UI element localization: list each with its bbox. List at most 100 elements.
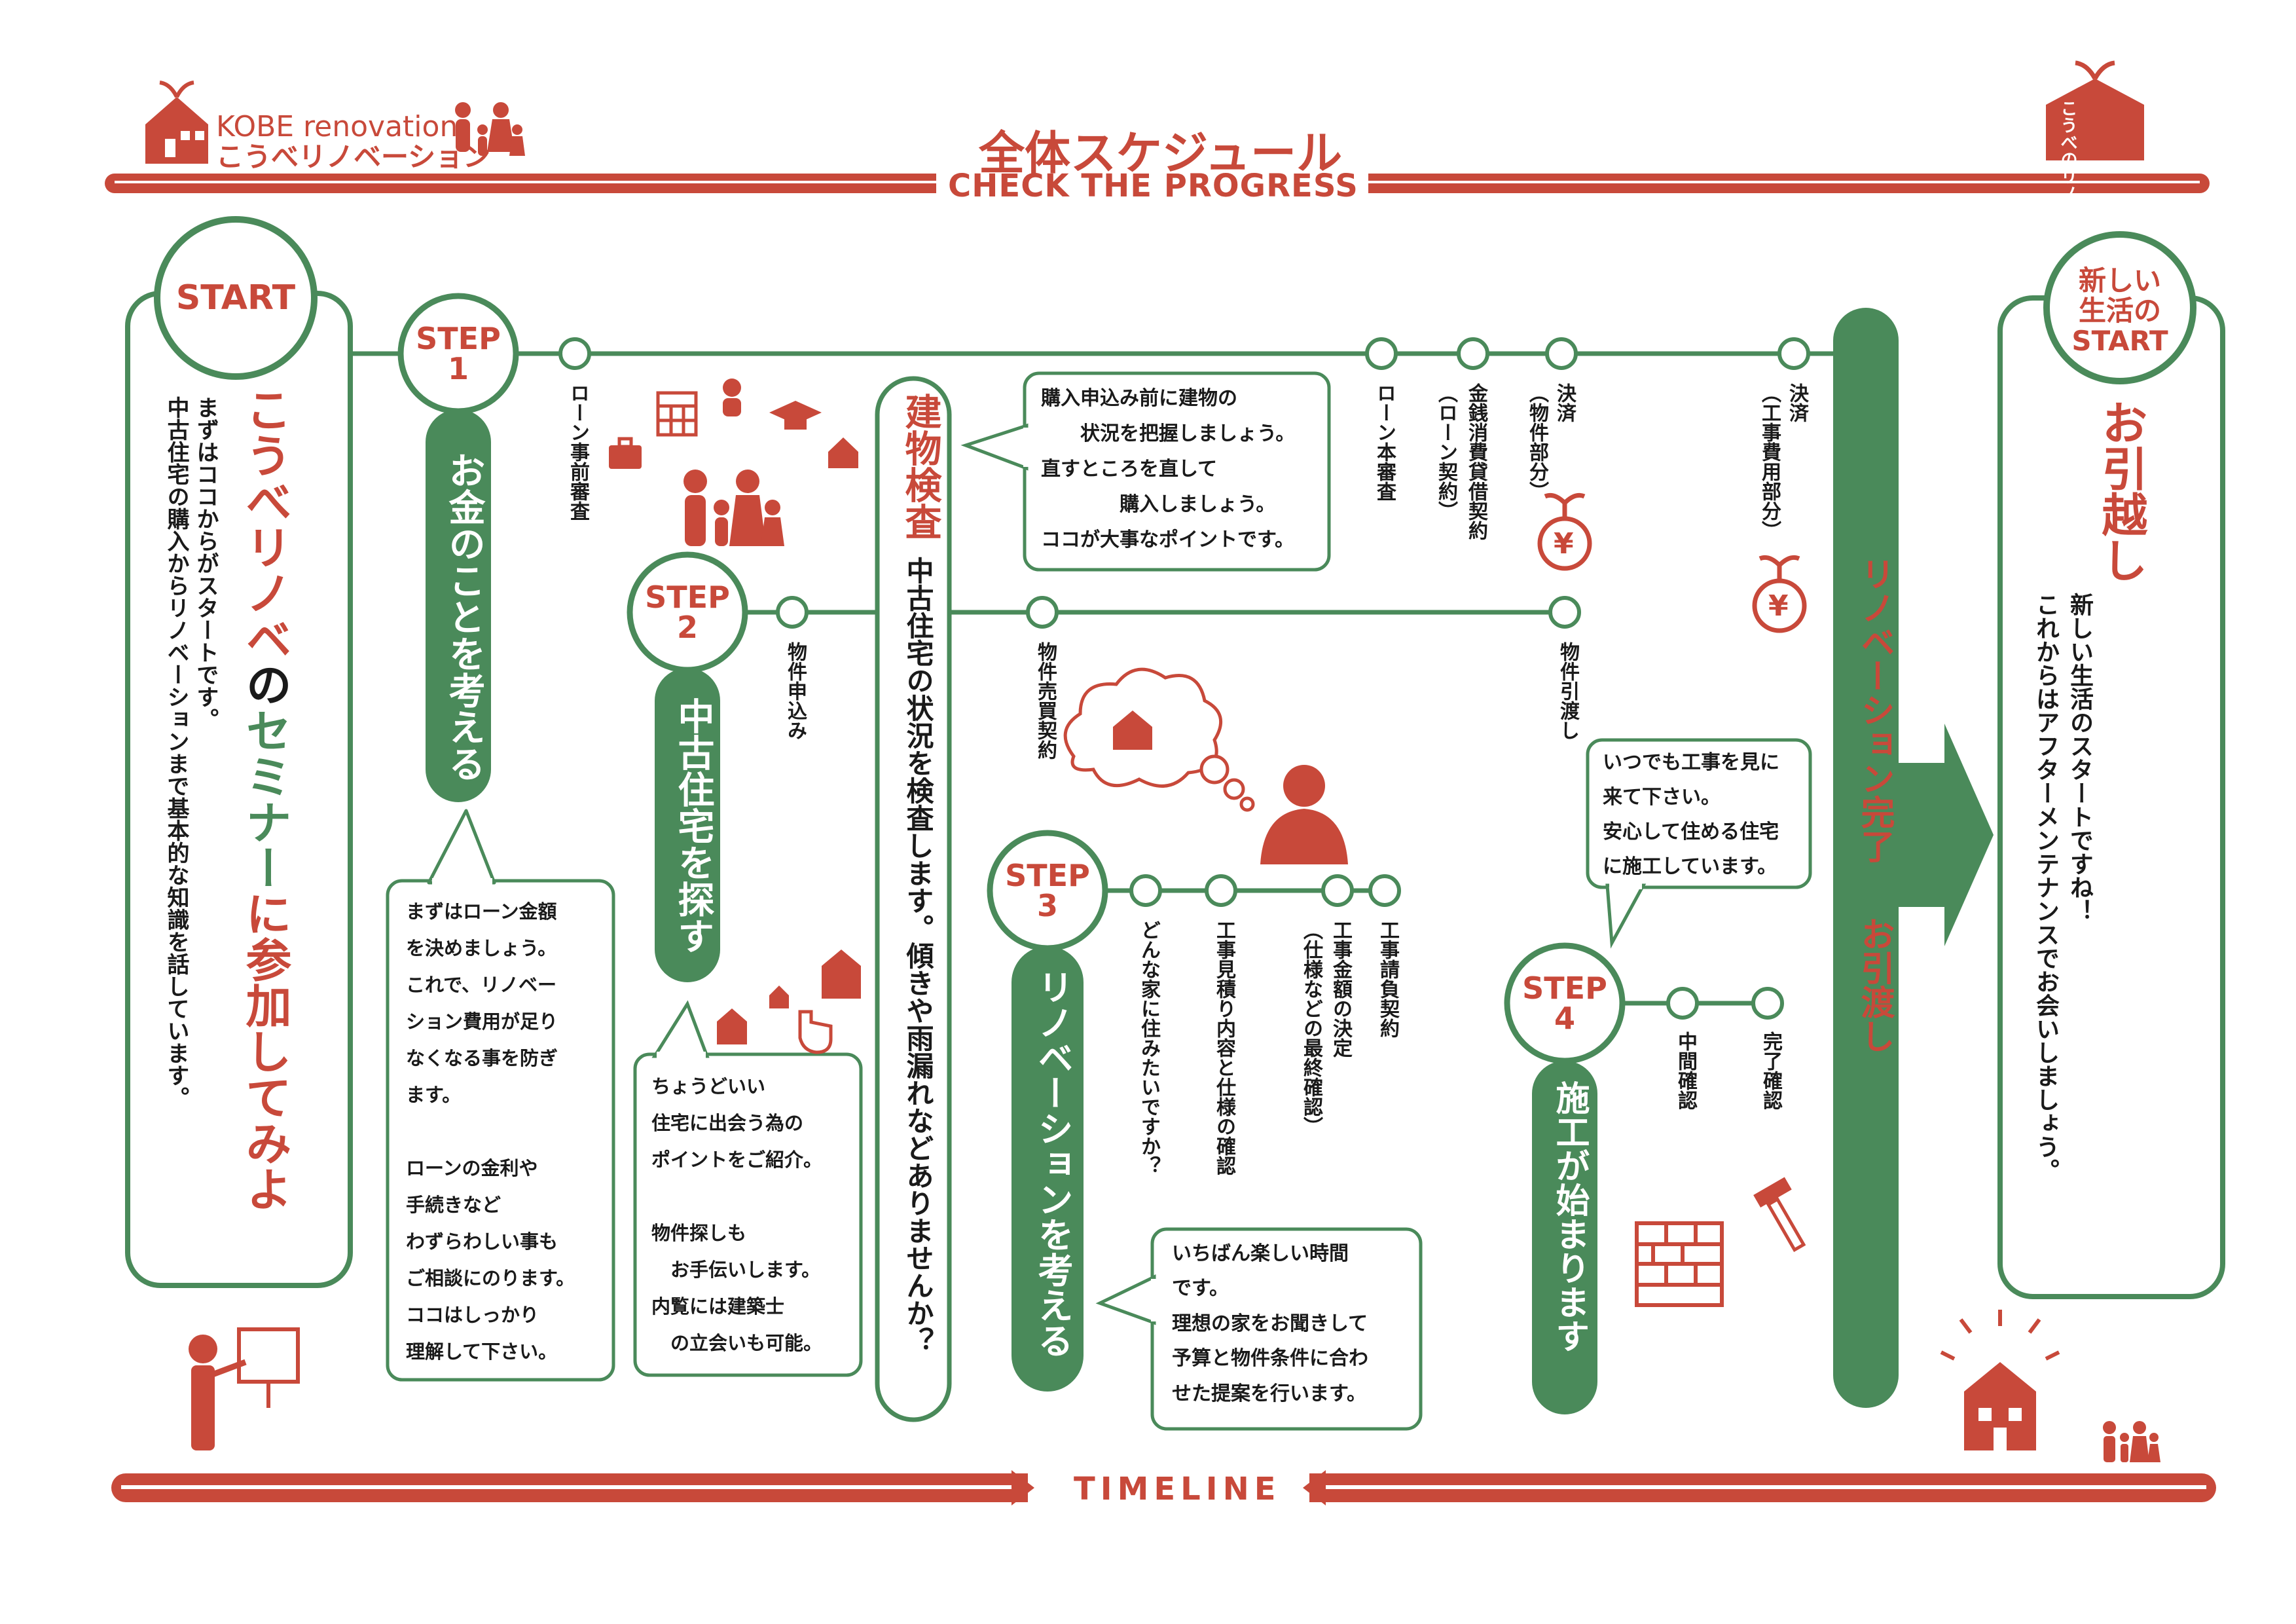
bubble-step1: [386, 879, 615, 1382]
logo-house-icon: [145, 81, 208, 164]
completion-pill: [1833, 308, 1899, 1408]
final-circle-b: 生活の: [2078, 294, 2161, 327]
dot-what-house: [1129, 874, 1162, 907]
hammer-icon: [1753, 1177, 1806, 1253]
yen-label-2: ¥: [1768, 589, 1789, 623]
final-house-icon: [1964, 1362, 2036, 1450]
bubble-step2: [633, 1052, 863, 1377]
milestone-price-b: （仕様などの最終確認）: [1300, 920, 1322, 1136]
step2-pill-text: 中古住宅を探す: [672, 697, 714, 954]
dot-prop-sale: [1026, 596, 1059, 629]
logo-jp: こうべリノベーション: [216, 141, 491, 173]
completion-line1: リノベーション完了: [1855, 557, 1894, 863]
badge-text: こうべのリノベ家: [2058, 100, 2077, 236]
step4-label-text: STEP: [1522, 970, 1607, 1006]
dot-done-check: [1751, 987, 1784, 1020]
milestone-price-a: 工事金額の決定: [1329, 920, 1352, 1058]
brick-wall-icon: [1635, 1221, 1724, 1307]
milestone-loan-main: ローン本審査: [1373, 383, 1396, 501]
step3-bubble-text: いちばん楽しい時間 です。 理想の家をお聞きして 予算と物件条件に合わ せた提案…: [1172, 1242, 1368, 1405]
logo-family-icon: [455, 102, 525, 156]
start-title-b: の: [238, 661, 292, 707]
step1-pill-text: お金のことを考える: [443, 452, 485, 782]
step1-number: 1: [447, 351, 469, 386]
milestone-settle-prop-b: （物件部分）: [1525, 383, 1548, 501]
step1-label: STEP 1: [401, 314, 516, 393]
pointer-hand-icon: [798, 1010, 833, 1054]
milestone-estimate: 工事見積り内容と仕様の確認: [1212, 920, 1235, 1175]
step4-pill-text: 施工が始まります: [1550, 1080, 1589, 1353]
start-title-a: こうべリノベ: [238, 386, 292, 661]
logo-en: KOBE renovation: [216, 110, 458, 143]
yen-label-1: ¥: [1554, 527, 1574, 561]
dot-settle-prop: [1545, 337, 1578, 370]
start-desc-line1: まずはココからがスタートです。: [192, 396, 219, 730]
final-circle-a: 新しい: [2078, 264, 2161, 297]
bubble-step4: [1586, 738, 1812, 889]
dot-settle-work: [1777, 337, 1810, 370]
dot-prop-apply: [776, 596, 809, 629]
calculator-icon: [656, 391, 698, 437]
milestone-settle-work-a: 決済: [1785, 383, 1808, 422]
milestone-loan-pre: ローン事前審査: [566, 383, 589, 521]
step4-number: 4: [1554, 1001, 1575, 1036]
step2-label-text: STEP: [645, 580, 730, 615]
step1-pill: [426, 409, 491, 802]
person-icon: [1260, 765, 1348, 864]
completion-arrow: [1886, 724, 1994, 946]
dot-money-contract: [1457, 337, 1489, 370]
milestone-settle-prop-a: 決済: [1553, 383, 1576, 422]
step3-pill-text: リノベーションを考える: [1032, 969, 1073, 1358]
milestone-prop-apply: 物件申込み: [784, 642, 807, 740]
dot-price: [1321, 874, 1354, 907]
milestone-mid-check: 中間確認: [1674, 1031, 1697, 1110]
bubble-step3: [1150, 1227, 1423, 1431]
inspection-desc: 中古住宅の状況を検査します。傾きや雨漏れなどありませんか？: [902, 557, 934, 1354]
start-desc-line2: 中古住宅の購入からリノベーションまで基本的な知識を話しています。: [163, 396, 189, 1109]
badge-house: [2046, 60, 2144, 160]
inspection-bubble-text: 購入申込み前に建物の 状況を把握しましょう。 直すところを直して 購入しましょう…: [1041, 387, 1296, 551]
dot-prop-handover: [1548, 596, 1581, 629]
baby-icon: [723, 378, 741, 416]
presenter-icon: [189, 1327, 300, 1450]
page-title: 全体スケジュール: [979, 126, 1343, 180]
milestone-settle-work-b: （工事費用部分）: [1758, 383, 1781, 540]
final-title: お引越し: [2094, 399, 2148, 583]
start-label: START: [175, 278, 296, 318]
step4-label: STEP 4: [1507, 964, 1622, 1043]
step3-pill: [1011, 946, 1084, 1392]
step2-pill: [655, 668, 720, 982]
step3-label: STEP 3: [990, 851, 1105, 930]
milestone-done-check: 完了確認: [1759, 1031, 1782, 1110]
step4-bubble-text: いつでも工事を見に 来て下さい。 安心して住める住宅 に施工しています。: [1603, 751, 1779, 879]
step2-number: 2: [676, 610, 698, 645]
graduation-cap-icon: [769, 401, 822, 430]
final-family-icon: [2103, 1421, 2160, 1462]
dot-loan-main: [1365, 337, 1398, 370]
completion-line2: お引渡し: [1855, 917, 1894, 1053]
bubble-inspection: [1023, 371, 1331, 572]
family-icon: [683, 470, 784, 546]
timeline-label: TIMELINE: [1074, 1471, 1281, 1507]
final-desc-line1: 新しい生活のスタートですね！: [2066, 593, 2093, 923]
start-title-c: セミナー: [238, 707, 292, 891]
inspection-title: 建物検査: [899, 393, 941, 540]
step3-number: 3: [1036, 888, 1058, 923]
briefcase-icon: [609, 437, 642, 469]
start-circle: [154, 216, 318, 380]
page-subtitle: CHECK THE PROGRESS: [948, 168, 1358, 204]
final-circle-text: 新しい 生活の START: [2056, 262, 2184, 360]
milestone-money-contract-b: （ローン契約）: [1434, 383, 1457, 521]
milestone-what-house: どんな家に住みたいですか？: [1137, 920, 1160, 1175]
dot-contract: [1368, 874, 1401, 907]
milestone-money-contract-a: 金銭消費貸借契約: [1465, 383, 1487, 540]
step3-label-text: STEP: [1005, 858, 1090, 893]
final-desc-line2: これからはアフターメンテナンスでお会いしましょう。: [2032, 593, 2059, 1182]
dot-loan-pre: [558, 337, 591, 370]
start-title: こうべリノベのセミナーに参加してみよ: [238, 386, 292, 1238]
step2-label: STEP 2: [630, 573, 745, 652]
thought-cloud-icon: [1063, 667, 1255, 812]
dot-mid-check: [1666, 987, 1699, 1020]
